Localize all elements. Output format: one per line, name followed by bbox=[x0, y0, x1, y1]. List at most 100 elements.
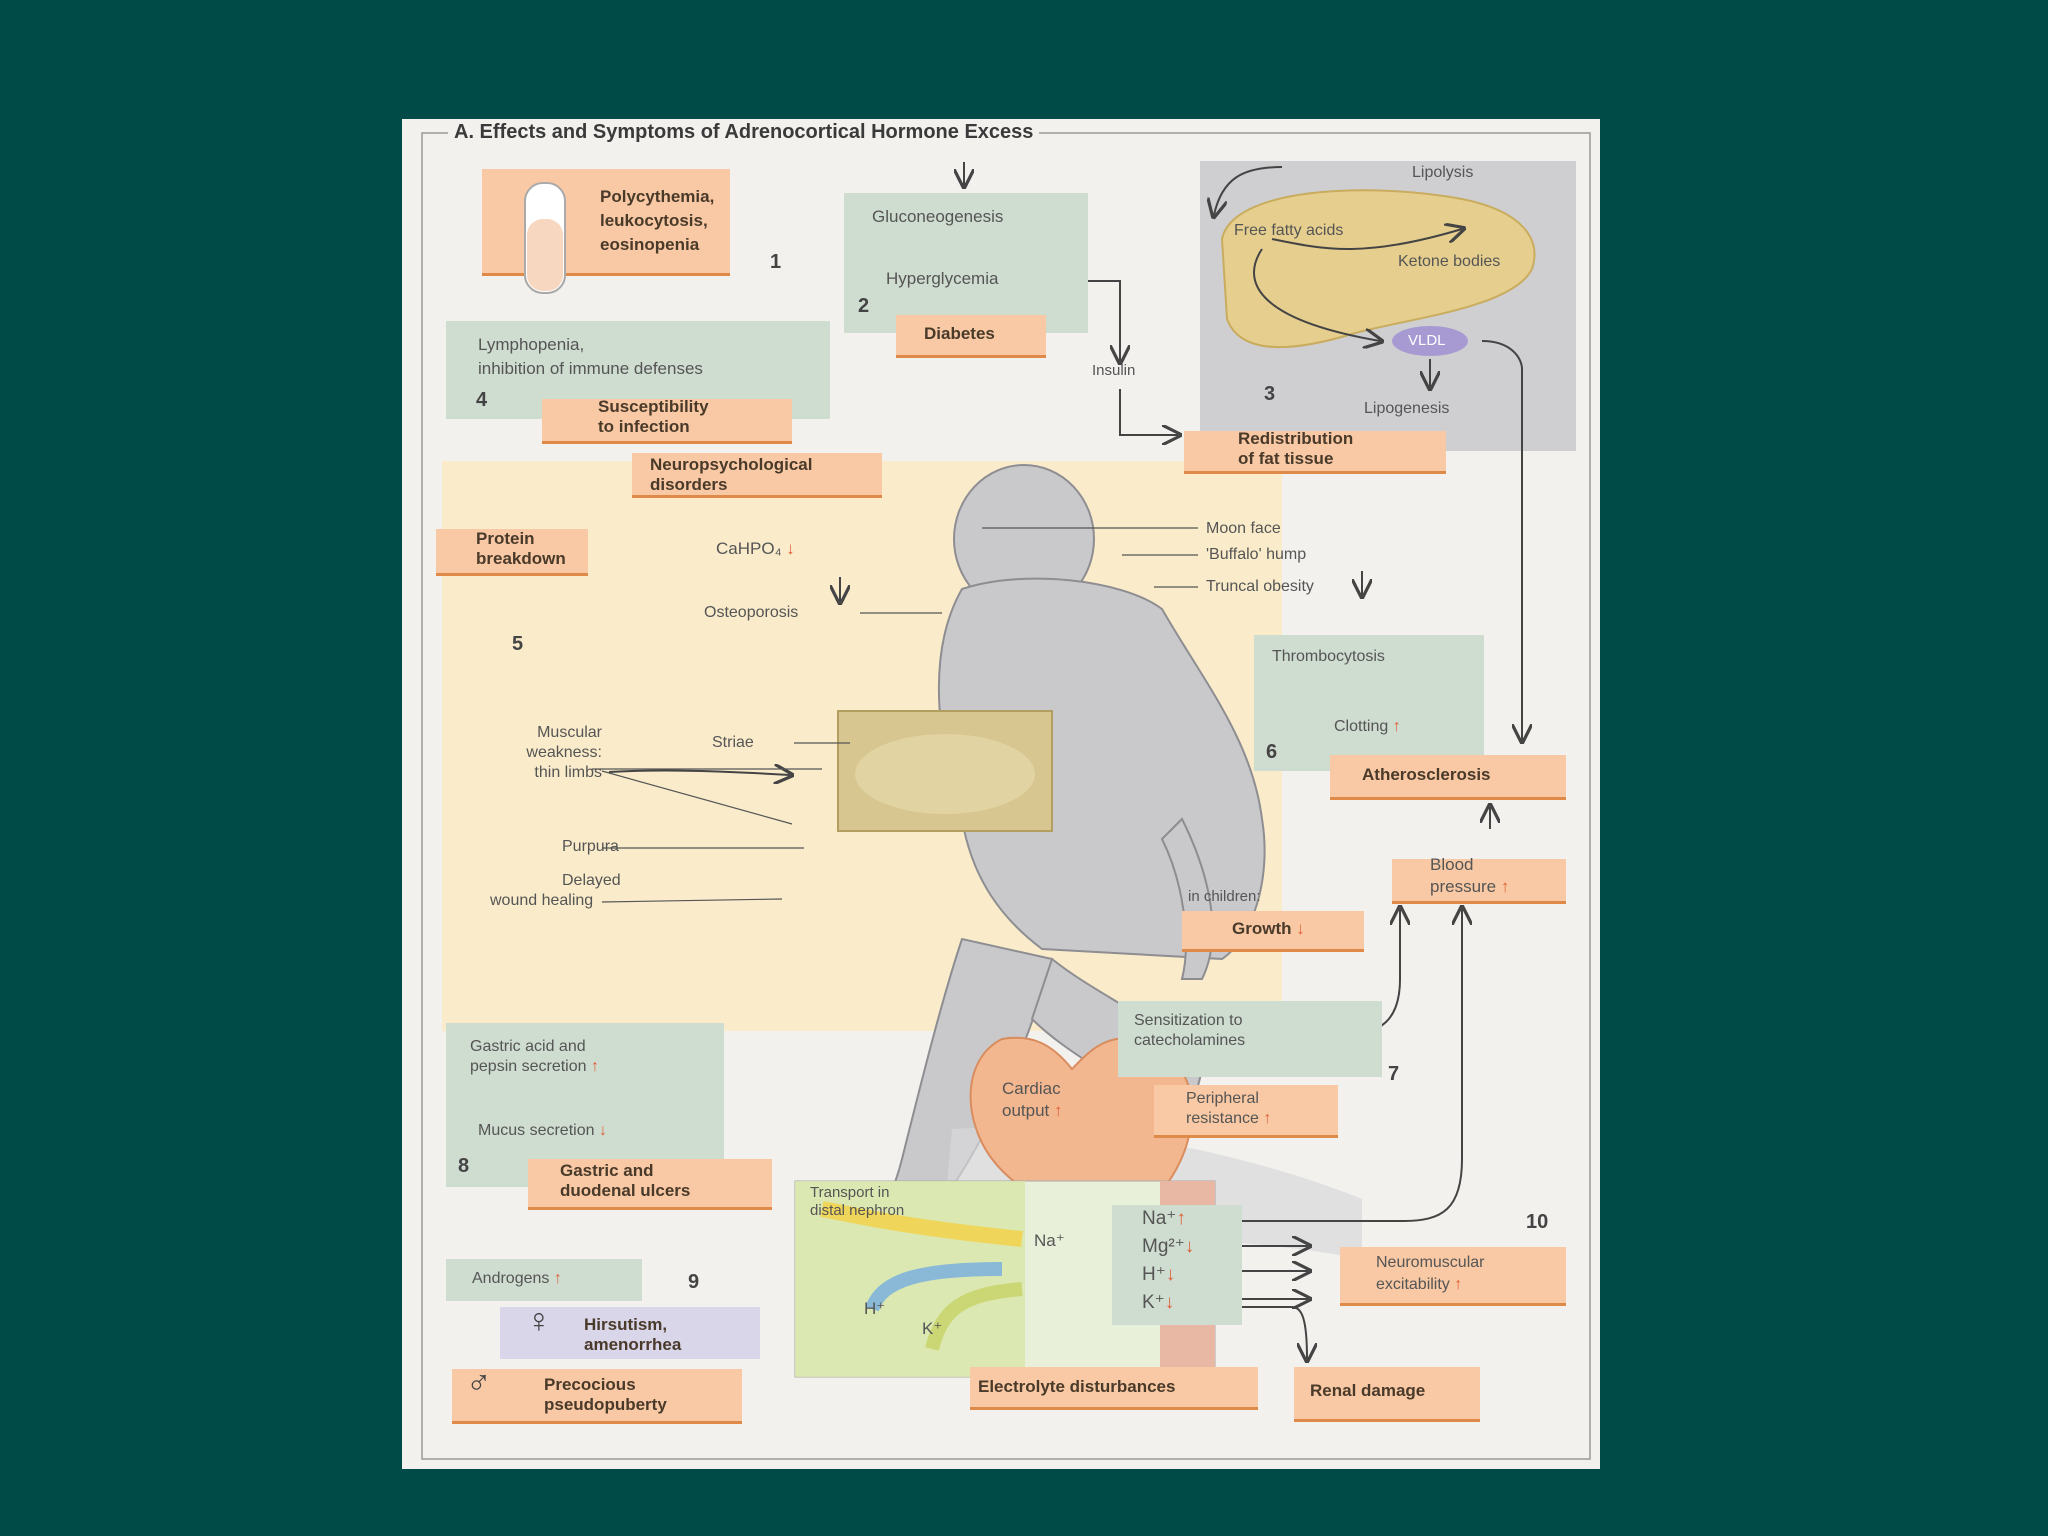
clotting-label: Clotting ↑ bbox=[1334, 718, 1401, 735]
susceptibility-line-2: to infection bbox=[598, 417, 690, 436]
sensitization-line-1: Sensitization to bbox=[1134, 1012, 1243, 1029]
ulcers-line-1: Gastric and bbox=[560, 1161, 654, 1180]
k-transport-arrow bbox=[925, 1282, 1023, 1351]
muscular-line-3: thin limbs bbox=[534, 764, 602, 781]
box-polycythemia bbox=[482, 169, 730, 276]
growth-box bbox=[1182, 911, 1364, 952]
transport-line-2: distal nephron bbox=[810, 1202, 905, 1219]
hyperglycemia-label: Hyperglycemia bbox=[886, 269, 999, 288]
muscular-line-2: weakness: bbox=[526, 744, 602, 761]
bp-line-2: pressure ↑ bbox=[1430, 877, 1510, 896]
male-symbol-icon: ♂ bbox=[466, 1364, 492, 1402]
diagram-artwork bbox=[421, 132, 1591, 1460]
insulin-label: Insulin bbox=[1092, 362, 1136, 379]
lymphopenia-line-2: inhibition of immune defenses bbox=[478, 359, 703, 378]
purpura-label: Purpura bbox=[562, 838, 619, 855]
osteoporosis-label: Osteoporosis bbox=[704, 604, 799, 621]
box-gluconeogenesis bbox=[844, 193, 1088, 333]
electrolyte-label: Electrolyte disturbances bbox=[978, 1377, 1176, 1396]
ion-mg: Mg²⁺↓ bbox=[1142, 1236, 1195, 1257]
num-6: 6 bbox=[1266, 741, 1278, 763]
sensitization-line-2: catecholamines bbox=[1134, 1032, 1246, 1049]
neuromuscular-box bbox=[1340, 1247, 1566, 1306]
neuromuscular-line-1: Neuromuscular bbox=[1376, 1254, 1485, 1271]
gastric-line-1: Gastric acid and bbox=[470, 1038, 586, 1055]
ketone-label: Ketone bodies bbox=[1398, 253, 1501, 270]
na-transport-label: Na⁺ bbox=[1034, 1231, 1065, 1250]
renal-label: Renal damage bbox=[1310, 1381, 1426, 1400]
androgens-label: Androgens ↑ bbox=[472, 1270, 562, 1287]
moon-face-label: Moon face bbox=[1206, 520, 1281, 537]
protein-line-1: Protein bbox=[476, 529, 535, 548]
num-3: 3 bbox=[1264, 383, 1276, 405]
diagram-sheet: A. Effects and Symptoms of Adrenocortica… bbox=[402, 119, 1600, 1469]
lipolysis-label: Lipolysis bbox=[1412, 164, 1474, 181]
growth-label: Growth ↓ bbox=[1232, 919, 1305, 938]
num-7: 7 bbox=[1388, 1063, 1400, 1085]
ions-box bbox=[1112, 1205, 1242, 1325]
leader-lines bbox=[592, 527, 1198, 903]
box-sensitization bbox=[1118, 1001, 1382, 1077]
polycythemia-line-1: Polycythemia, bbox=[600, 187, 715, 206]
diagram-title: A. Effects and Symptoms of Adrenocortica… bbox=[448, 121, 1040, 144]
vldl-label: VLDL bbox=[1408, 332, 1446, 349]
num-1: 1 bbox=[770, 251, 782, 273]
h-transport-label: H⁺ bbox=[864, 1299, 886, 1318]
male-line-2: pseudopuberty bbox=[544, 1395, 667, 1414]
polycythemia-line-3: eosinopenia bbox=[600, 235, 700, 254]
atherosclerosis-box bbox=[1330, 755, 1566, 800]
num-5: 5 bbox=[512, 633, 524, 655]
cardiac-line-1: Cardiac bbox=[1002, 1079, 1061, 1098]
num-2: 2 bbox=[858, 295, 870, 317]
wound-line-1: Delayed bbox=[562, 872, 621, 889]
seated-figure bbox=[829, 464, 1266, 1281]
atherosclerosis-label: Atherosclerosis bbox=[1362, 765, 1491, 784]
neuro-box bbox=[632, 453, 882, 498]
striae-photo-belly bbox=[855, 734, 1035, 814]
neuro-line-2: disorders bbox=[650, 475, 728, 494]
num-9: 9 bbox=[688, 1271, 700, 1293]
cahpo-label: CaHPO₄ ↓ bbox=[716, 539, 795, 558]
female-box bbox=[500, 1307, 760, 1359]
num-8: 8 bbox=[458, 1155, 470, 1177]
thrombocytosis-label: Thrombocytosis bbox=[1272, 648, 1385, 665]
male-box bbox=[452, 1369, 742, 1424]
peripheral-box bbox=[1154, 1085, 1338, 1138]
androgens-box bbox=[446, 1259, 642, 1301]
polycythemia-line-2: leukocytosis, bbox=[600, 211, 708, 230]
ulcers-box bbox=[528, 1159, 772, 1210]
vldl-ellipse bbox=[1392, 326, 1468, 356]
ion-h: H⁺↓ bbox=[1142, 1264, 1176, 1285]
protein-box bbox=[436, 529, 588, 576]
gluconeogenesis-label: Gluconeogenesis bbox=[872, 207, 1004, 226]
peripheral-line-1: Peripheral bbox=[1186, 1090, 1259, 1107]
striae-label: Striae bbox=[712, 734, 754, 751]
diabetes-box bbox=[896, 315, 1046, 358]
num-10: 10 bbox=[1526, 1211, 1549, 1233]
lipogenesis-label: Lipogenesis bbox=[1364, 400, 1450, 417]
redistribution-line-1: Redistribution bbox=[1238, 429, 1354, 448]
renal-box bbox=[1294, 1367, 1480, 1422]
box-thrombocytosis bbox=[1254, 635, 1484, 771]
na-transport-arrow bbox=[820, 1201, 1023, 1247]
cardiac-line-2: output ↑ bbox=[1002, 1101, 1063, 1120]
susceptibility-box bbox=[542, 399, 792, 444]
mucus-label: Mucus secretion ↓ bbox=[478, 1122, 607, 1139]
neuromuscular-line-2: excitability ↑ bbox=[1376, 1276, 1463, 1293]
susceptibility-line-1: Susceptibility bbox=[598, 397, 709, 416]
male-line-1: Precocious bbox=[544, 1375, 636, 1394]
truncal-obesity-label: Truncal obesity bbox=[1206, 578, 1314, 595]
ion-na: Na⁺↑ bbox=[1142, 1208, 1186, 1229]
in-children-label: in children: bbox=[1188, 888, 1261, 905]
bp-line-1: Blood bbox=[1430, 855, 1474, 874]
diabetes-label: Diabetes bbox=[924, 324, 995, 343]
lymphopenia-line-1: Lymphopenia, bbox=[478, 335, 585, 354]
peripheral-line-2: resistance ↑ bbox=[1186, 1110, 1272, 1127]
female-line-1: Hirsutism, bbox=[584, 1315, 668, 1334]
female-symbol-icon: ♀ bbox=[526, 1302, 552, 1340]
bp-box bbox=[1392, 859, 1566, 904]
wound-line-2: wound healing bbox=[490, 892, 594, 909]
k-transport-label: K⁺ bbox=[922, 1319, 943, 1338]
ffa-label: Free fatty acids bbox=[1234, 222, 1344, 239]
female-line-2: amenorrhea bbox=[584, 1335, 682, 1354]
